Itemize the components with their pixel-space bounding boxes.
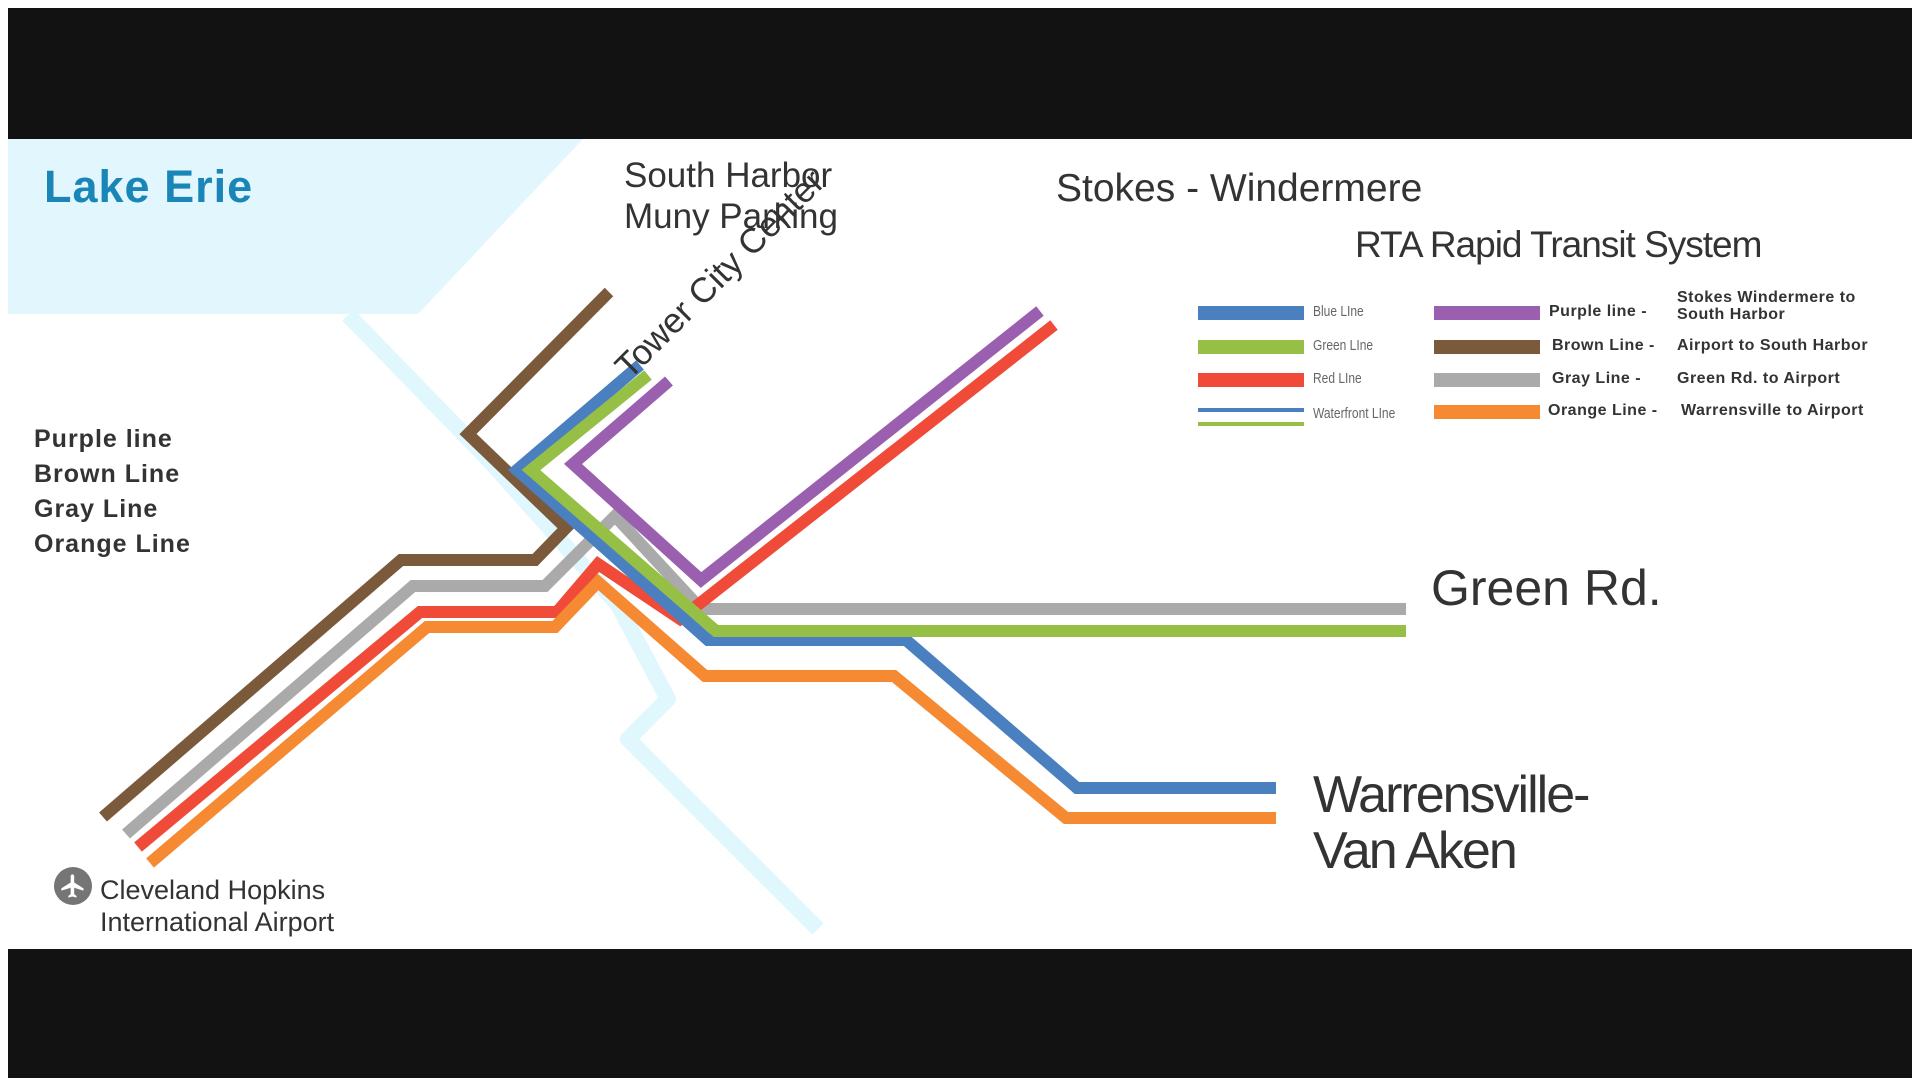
lake-erie-label: Lake Erie bbox=[44, 161, 254, 212]
legend-name: Brown Line - bbox=[1552, 337, 1655, 354]
transit-map: Lake Erie South Harbor Muny Parking Stok… bbox=[8, 139, 1912, 949]
legend-label: Red LIne bbox=[1313, 370, 1362, 387]
airport-line2: International Airport bbox=[100, 907, 335, 937]
legend-swatch-red bbox=[1198, 373, 1304, 387]
legend-swatch-orange bbox=[1434, 405, 1540, 419]
route-purple bbox=[563, 306, 1044, 588]
stokes-windermere-label: Stokes - Windermere bbox=[1056, 167, 1423, 210]
legend-swatch-waterfront bbox=[1198, 408, 1304, 426]
airport-label: Cleveland Hopkins International Airport bbox=[100, 874, 334, 938]
warrensville-line1: Warrensville- bbox=[1313, 766, 1590, 824]
route-brown bbox=[99, 287, 614, 822]
list-item: Brown Line bbox=[34, 460, 181, 488]
route-orange bbox=[146, 573, 1276, 868]
route-lines bbox=[8, 139, 1406, 935]
south-harbor-label: South Harbor Muny Parking bbox=[624, 155, 838, 237]
airport-line1: Cleveland Hopkins bbox=[100, 875, 326, 905]
map-title: RTA Rapid Transit System bbox=[1355, 224, 1762, 265]
legend-desc: Stokes Windermere to South Harbor bbox=[1677, 289, 1856, 323]
legend-swatch-green bbox=[1198, 340, 1304, 354]
route-red bbox=[134, 320, 1058, 852]
legend-name: Orange Line - bbox=[1548, 402, 1658, 419]
list-item: Orange Line bbox=[34, 530, 191, 558]
route-gray bbox=[122, 507, 1406, 839]
south-harbor-line1: South Harbor bbox=[624, 156, 833, 195]
airplane-icon bbox=[54, 867, 92, 905]
legend-desc: Warrensville to Airport bbox=[1681, 402, 1864, 419]
legend-desc-line: Stokes Windermere to bbox=[1677, 289, 1856, 306]
legend-desc: Green Rd. to Airport bbox=[1677, 370, 1841, 387]
route-blue bbox=[507, 360, 1276, 794]
legend-label: Blue LIne bbox=[1313, 303, 1364, 320]
legend-name: Gray Line - bbox=[1552, 370, 1642, 387]
warrensville-line2: Van Aken bbox=[1313, 822, 1518, 880]
legend-swatch-purple bbox=[1434, 306, 1540, 320]
green-rd-label: Green Rd. bbox=[1431, 560, 1662, 616]
legend-swatch-brown bbox=[1434, 340, 1540, 354]
legend-label: Green LIne bbox=[1313, 337, 1374, 354]
legend-label: Waterfront LIne bbox=[1313, 405, 1396, 422]
airport-lines-list: Purple line Brown Line Gray Line Orange … bbox=[34, 422, 191, 562]
legend-name: Purple line - bbox=[1549, 303, 1648, 320]
list-item: Purple line bbox=[34, 425, 173, 453]
legend-desc-line: South Harbor bbox=[1677, 306, 1786, 323]
route-green bbox=[521, 370, 1406, 637]
lake-erie-area bbox=[8, 139, 583, 314]
legend-swatch-blue bbox=[1198, 306, 1304, 320]
legend-swatch-gray bbox=[1434, 373, 1540, 387]
south-harbor-line2: Muny Parking bbox=[624, 197, 838, 236]
warrensville-label: Warrensville- Van Aken bbox=[1313, 766, 1590, 880]
list-item: Gray Line bbox=[34, 495, 159, 523]
legend-desc: Airport to South Harbor bbox=[1677, 337, 1869, 354]
